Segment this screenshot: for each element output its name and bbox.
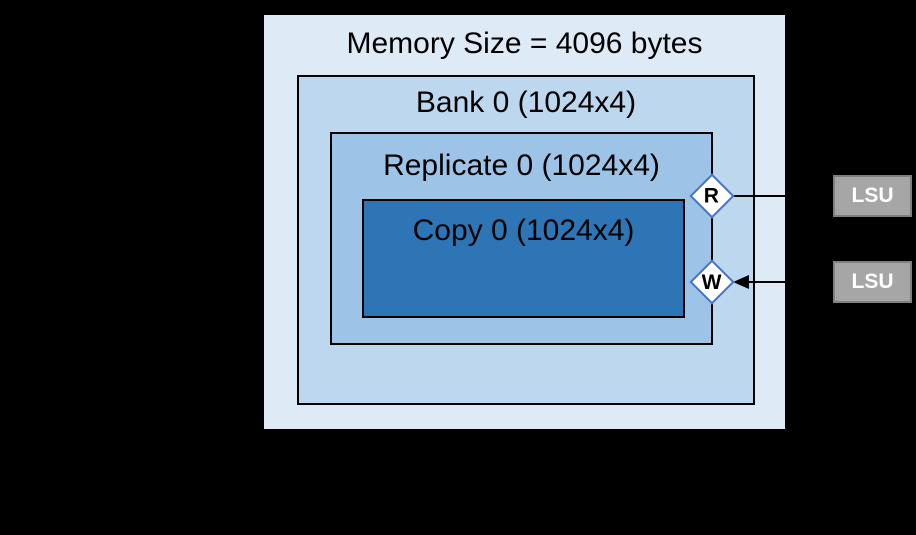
- memory-title: Memory Size = 4096 bytes: [346, 27, 703, 60]
- lsu-write-label: LSU: [851, 270, 894, 293]
- replicate-label: Replicate 0 (1024x4): [383, 149, 660, 182]
- read-connection-line: [712, 195, 833, 197]
- lsu-read-box: LSU: [833, 175, 912, 217]
- write-connection-line: [746, 281, 833, 283]
- lsu-write-box: LSU: [833, 261, 912, 303]
- bank-label: Bank 0 (1024x4): [415, 86, 637, 119]
- read-port-label: R: [704, 184, 720, 208]
- lsu-read-label: LSU: [851, 184, 894, 207]
- copy-box: [362, 199, 685, 318]
- write-port-label: W: [702, 270, 722, 294]
- copy-label: Copy 0 (1024x4): [412, 214, 635, 247]
- write-arrowhead-icon: [733, 275, 749, 289]
